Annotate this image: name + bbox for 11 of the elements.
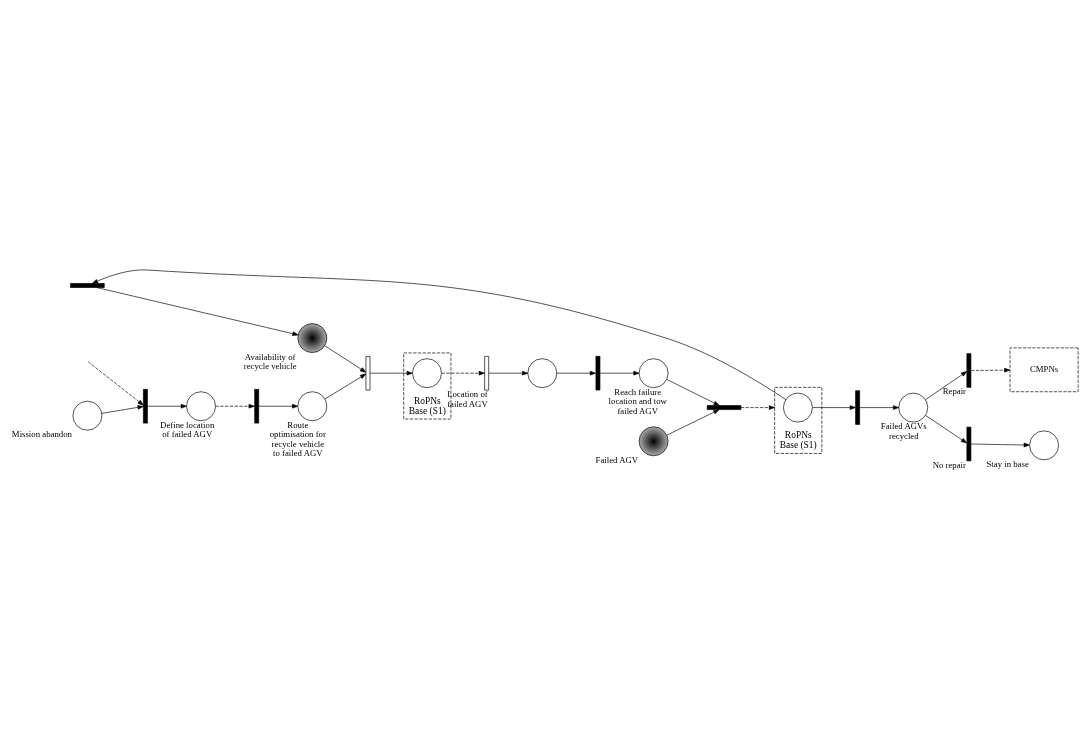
node-label: Mission abandon bbox=[11, 429, 72, 440]
node-label: Availability of recycle vehicle bbox=[243, 351, 297, 372]
node-label: Route optimisation for recycle vehicle to failed AGV bbox=[269, 419, 326, 459]
node-label: Failed AGV bbox=[595, 454, 639, 465]
node-label: No repair bbox=[932, 459, 966, 470]
node-label: Stay in base bbox=[986, 458, 1029, 469]
node-label: Location of failed AGV bbox=[447, 389, 488, 409]
node-label: Define location of failed AGV bbox=[160, 419, 215, 440]
node-label: Reach failure location and tow failed AGV bbox=[608, 386, 667, 416]
node-label: Repair bbox=[942, 386, 967, 397]
node-label: Failed AGVs recycled bbox=[880, 421, 927, 441]
